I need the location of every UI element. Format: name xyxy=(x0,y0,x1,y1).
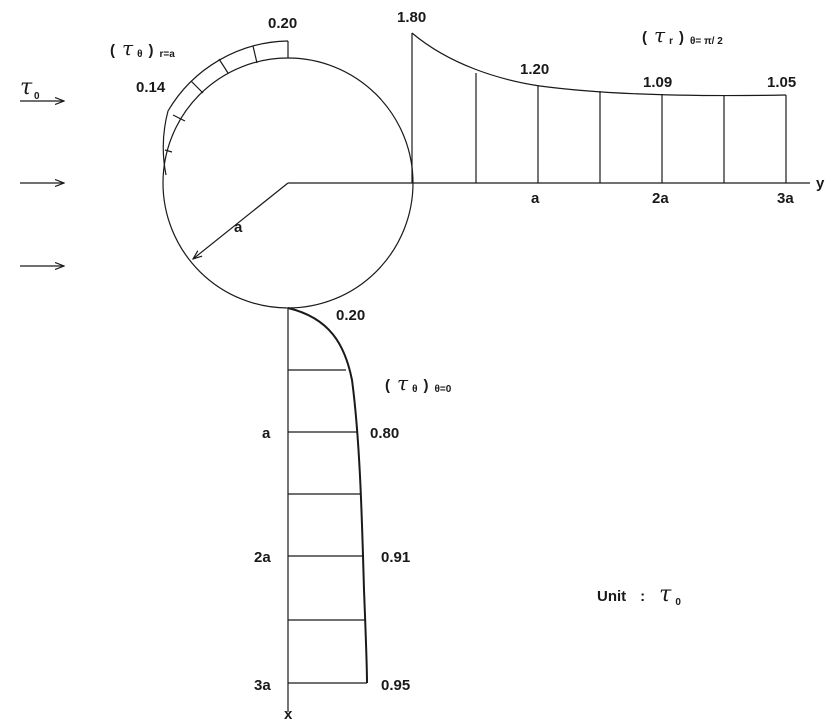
surface-profile-tick xyxy=(252,45,258,64)
surface-profile-side-value: 0.14 xyxy=(136,79,166,96)
bottom-value-0-91: 0.91 xyxy=(381,549,410,566)
bottom-profile-tau: τ xyxy=(397,371,409,395)
right-profile-condition: θ= π/ 2 xyxy=(690,36,723,47)
radius-group: a xyxy=(193,182,412,259)
surface-profile-condition: r=a xyxy=(159,49,175,60)
bottom-tick-a: a xyxy=(262,425,271,442)
surface-profile-top-value: 0.20 xyxy=(268,15,297,32)
bottom-profile-title: ( τ θ ) θ=0 xyxy=(385,371,452,396)
right-profile-curve xyxy=(411,32,787,97)
surface-profile-paren-close: ) xyxy=(148,42,153,59)
surface-profile-tick xyxy=(218,58,229,74)
bottom-profile-condition: θ=0 xyxy=(434,384,451,395)
right-profile-paren-close: ) xyxy=(679,29,684,46)
right-profile-paren-open: ( xyxy=(642,29,647,46)
bottom-profile-paren-close: ) xyxy=(423,377,428,394)
unit-tau: τ xyxy=(659,582,672,607)
right-value-1-80: 1.80 xyxy=(397,9,426,26)
bottom-tick-2a: 2a xyxy=(254,549,271,566)
inflow-tau-subscript: 0 xyxy=(34,91,40,102)
right-value-1-20: 1.20 xyxy=(520,61,549,78)
right-value-1-05: 1.05 xyxy=(767,74,796,91)
surface-profile-title: ( τ θ ) r=a xyxy=(110,36,175,61)
surface-profile-tick xyxy=(172,114,186,122)
unit-prefix: Unit xyxy=(597,588,626,605)
surface-profile-tau: τ xyxy=(122,36,134,60)
x-axis-label: x xyxy=(284,706,293,721)
bottom-value-0-80: 0.80 xyxy=(370,425,399,442)
bottom-value-0-20: 0.20 xyxy=(336,307,365,324)
right-profile-tau: τ xyxy=(654,23,666,47)
inflow-tau-symbol: τ xyxy=(20,75,33,100)
inflow-group: τ 0 xyxy=(20,75,64,266)
surface-profile-outer-curve xyxy=(162,40,289,176)
right-value-1-09: 1.09 xyxy=(643,74,672,91)
radius-arrow xyxy=(193,182,289,259)
circle-surface-profile: ( τ θ ) r=a 0.20 0.14 xyxy=(110,15,297,176)
unit-colon: : xyxy=(640,588,645,605)
bottom-tick-3a: 3a xyxy=(254,677,271,694)
unit-label: Unit : τ 0 xyxy=(597,582,681,608)
unit-tau-sub: 0 xyxy=(675,597,681,608)
bottom-profile-paren-open: ( xyxy=(385,377,390,394)
radius-label: a xyxy=(234,219,243,236)
right-profile-tau-sub: r xyxy=(669,36,673,47)
right-profile: y a 2a 3a 1.80 1.20 1.09 1.05 ( τ r ) θ=… xyxy=(397,9,825,207)
surface-profile-tick xyxy=(164,149,173,153)
y-axis-label: y xyxy=(816,175,825,192)
right-tick-2a: 2a xyxy=(652,190,669,207)
bottom-profile: x a 2a 3a 0.20 0.80 0.91 0.95 ( τ θ ) θ=… xyxy=(254,307,452,721)
surface-profile-tau-sub: θ xyxy=(137,49,142,60)
right-profile-title: ( τ r ) θ= π/ 2 xyxy=(642,23,723,48)
bottom-profile-curve xyxy=(287,307,368,684)
surface-profile-tick xyxy=(190,80,204,94)
surface-profile-paren-open: ( xyxy=(110,42,115,59)
bottom-value-0-95: 0.95 xyxy=(381,677,410,694)
right-tick-a: a xyxy=(531,190,540,207)
bottom-profile-tau-sub: θ xyxy=(412,384,417,395)
right-tick-3a: 3a xyxy=(777,190,794,207)
